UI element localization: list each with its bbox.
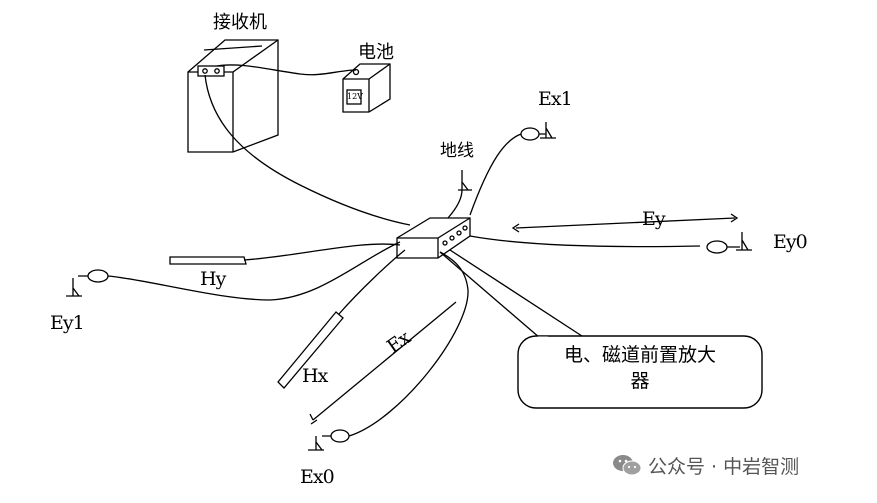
battery (342, 63, 391, 113)
callout-text: 电、磁道前置放大 器 (522, 342, 758, 394)
ex1-electrode (469, 122, 556, 216)
watermark-text: 公众号 · 中岩智测 (648, 455, 800, 478)
callout-bubble (517, 335, 763, 409)
ex0-electrode (308, 251, 469, 451)
ey1-electrode (66, 241, 401, 301)
ey1-label: Ey1 (50, 312, 85, 334)
ex1-label: Ex1 (538, 88, 573, 110)
host-receiver (187, 39, 279, 153)
ground-electrode (447, 170, 472, 219)
battery-cable (216, 64, 357, 76)
ey-label: Ey (642, 208, 666, 230)
ex0-label: Ex0 (300, 466, 335, 488)
hy-label: Hy (200, 268, 226, 290)
hx-sensor (277, 249, 406, 389)
ground-label: 地线 (440, 141, 474, 161)
hx-label: Hx (302, 365, 328, 387)
callout-line-2: 器 (630, 370, 650, 392)
battery-label: 电池 (358, 42, 394, 63)
wechat-icon (613, 455, 642, 476)
host-cable (204, 74, 411, 226)
hy-sensor (169, 243, 401, 265)
watermark: 公众号 · 中岩智测 (612, 452, 799, 478)
callout-leader (439, 249, 586, 339)
battery-voltage-label: 12V (347, 92, 363, 101)
ey0-label: Ey0 (773, 231, 808, 253)
callout-line-1: 电、磁道前置放大 (563, 344, 716, 366)
ey0-electrode (469, 213, 752, 254)
host-label: 接收机 (213, 12, 267, 33)
